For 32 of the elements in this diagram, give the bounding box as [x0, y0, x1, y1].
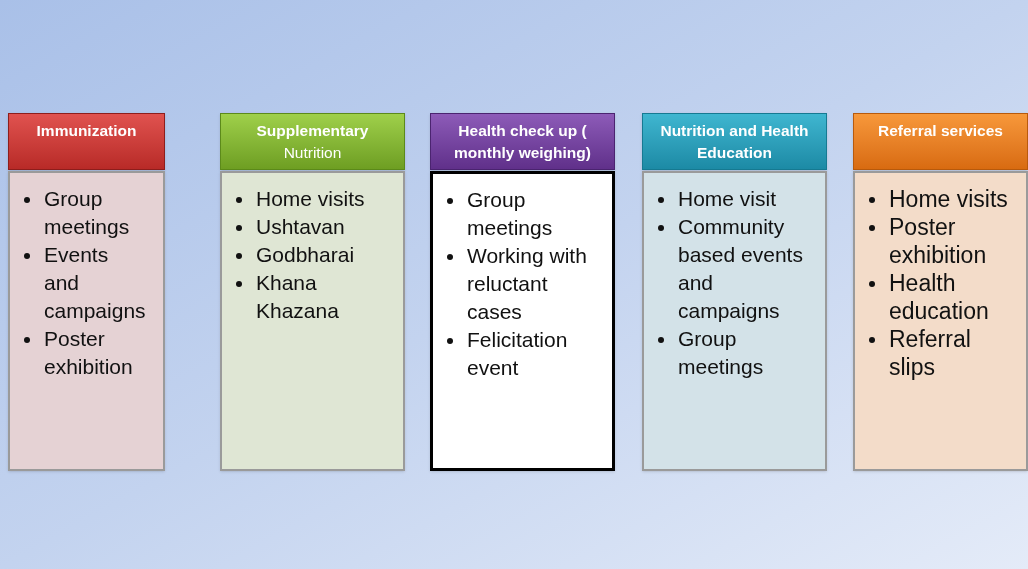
header-text: Nutrition and Health Education	[659, 121, 810, 163]
header-box	[220, 113, 405, 170]
bullet-text: Ushtavan	[256, 214, 345, 240]
header-box	[8, 113, 165, 170]
bullet-text: Referral slips	[889, 325, 972, 381]
bullet-text: Group meetings	[467, 187, 554, 241]
bullet-text: Home visits	[256, 186, 365, 212]
bullet-text: Godbharai	[256, 242, 355, 268]
content-box	[430, 171, 615, 471]
bullet-text: Community based events and campaigns	[678, 214, 804, 324]
header-box	[430, 113, 615, 170]
content-box	[853, 171, 1028, 471]
bullet-text: Working with reluctant cases	[467, 243, 588, 325]
bullet-text: Poster exhibition	[44, 326, 134, 380]
content-box	[220, 171, 405, 471]
header-text: Referral services	[878, 121, 1003, 141]
bullet-text: Khana Khazana	[256, 270, 340, 324]
bullet-text: Home visits	[889, 185, 1008, 213]
content-box	[8, 171, 165, 471]
content-box	[642, 171, 827, 471]
header-text: Immunization	[36, 121, 137, 141]
bullet-text: Poster exhibition	[889, 213, 988, 269]
bullet-text: Felicitation event	[467, 327, 569, 381]
bullet-text: Group meetings	[678, 326, 765, 380]
bullet-text: Health education	[889, 269, 990, 325]
header-box	[642, 113, 827, 170]
bullet-text: Group meetings	[44, 186, 131, 240]
bullet-text: Events and campaigns	[44, 242, 147, 324]
header-box	[853, 113, 1028, 170]
header-text: Supplementary Nutrition	[255, 121, 370, 163]
header-text: Health check up ( monthly weighing)	[453, 121, 592, 163]
bullet-text: Home visit	[678, 186, 777, 212]
